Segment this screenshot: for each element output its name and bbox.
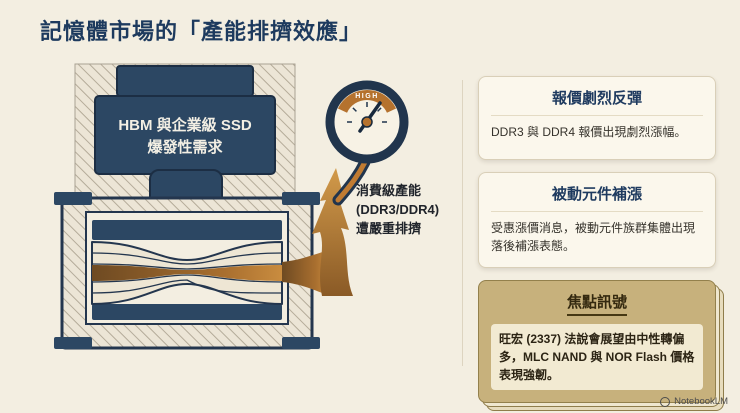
card-passive-components: 被動元件補漲 受惠漲價消息，被動元件族群集體出現落後補漲表態。: [478, 172, 716, 268]
copper-layer: [92, 265, 282, 281]
watermark-label: NotebookLM: [674, 396, 728, 407]
card-title: 報價劇烈反彈: [551, 90, 642, 107]
press-label-line2: 爆發性需求: [147, 138, 223, 156]
notebooklm-icon: [660, 396, 671, 407]
flow-caption-line2: (DDR3/DDR4): [356, 201, 440, 217]
gauge-pipe: [332, 156, 371, 206]
frame-cap-right: [282, 192, 320, 205]
frame-foot-left: [54, 337, 92, 349]
pressure-gauge: HIGH: [325, 80, 409, 164]
gauge-arc: [337, 90, 397, 113]
card-body: 旺宏 (2337) 法說會展望由中性轉偏多，MLC NAND 與 NOR Fla…: [491, 324, 703, 390]
gauge-label: HIGH: [355, 93, 379, 100]
card-body: 受惠漲價消息，被動元件族群集體出現落後補漲表態。: [491, 221, 696, 253]
card-price-rebound: 報價劇烈反彈 DDR3 與 DDR4 報價出現劇烈漲幅。: [478, 76, 716, 160]
press-machine: [94, 65, 276, 223]
press-top-bar: [116, 65, 254, 97]
section-divider: [462, 80, 463, 366]
gauge-hub: [361, 116, 373, 128]
card-divider: [491, 211, 703, 212]
watermark: NotebookLM: [660, 396, 728, 407]
card-title: 焦點訊號: [491, 291, 703, 316]
flame-arrow-icon: [312, 168, 353, 296]
frame-cap-left: [54, 192, 92, 205]
copper-outflow: [282, 250, 330, 296]
card-focus-signal: 焦點訊號 旺宏 (2337) 法說會展望由中性轉偏多，MLC NAND 與 NO…: [478, 280, 716, 403]
flow-caption: 消費級產能 (DDR3/DDR4) 遭嚴重排擠: [356, 182, 439, 239]
page-title: 記憶體市場的「產能排擠效應」: [40, 19, 363, 44]
card-title-text: 焦點訊號: [566, 291, 627, 316]
press-label-line1: HBM 與企業級 SSD: [118, 116, 252, 134]
press-plate-top: [92, 220, 282, 240]
card-title: 被動元件補漲: [551, 186, 642, 203]
card-body: DDR3 與 DDR4 報價出現劇烈漲幅。: [491, 125, 687, 139]
compressed-layers: [91, 241, 283, 305]
card-divider: [491, 115, 703, 116]
callout-cards: 報價劇烈反彈 DDR3 與 DDR4 報價出現劇烈漲幅。 被動元件補漲 受惠漲價…: [478, 76, 716, 403]
flow-caption-line3: 遭嚴重排擠: [356, 220, 422, 236]
flow-caption-line1: 消費級產能: [356, 183, 422, 198]
press-label: HBM 與企業級 SSD 爆發性需求: [118, 116, 252, 156]
press-illustration: HIGH HBM 與企業級 SSD 爆發性需求: [54, 63, 409, 350]
press-head: [94, 95, 276, 175]
frame-foot-right: [282, 337, 320, 349]
press-plate-bottom: [92, 304, 282, 320]
gauge-ticks: [347, 102, 387, 123]
